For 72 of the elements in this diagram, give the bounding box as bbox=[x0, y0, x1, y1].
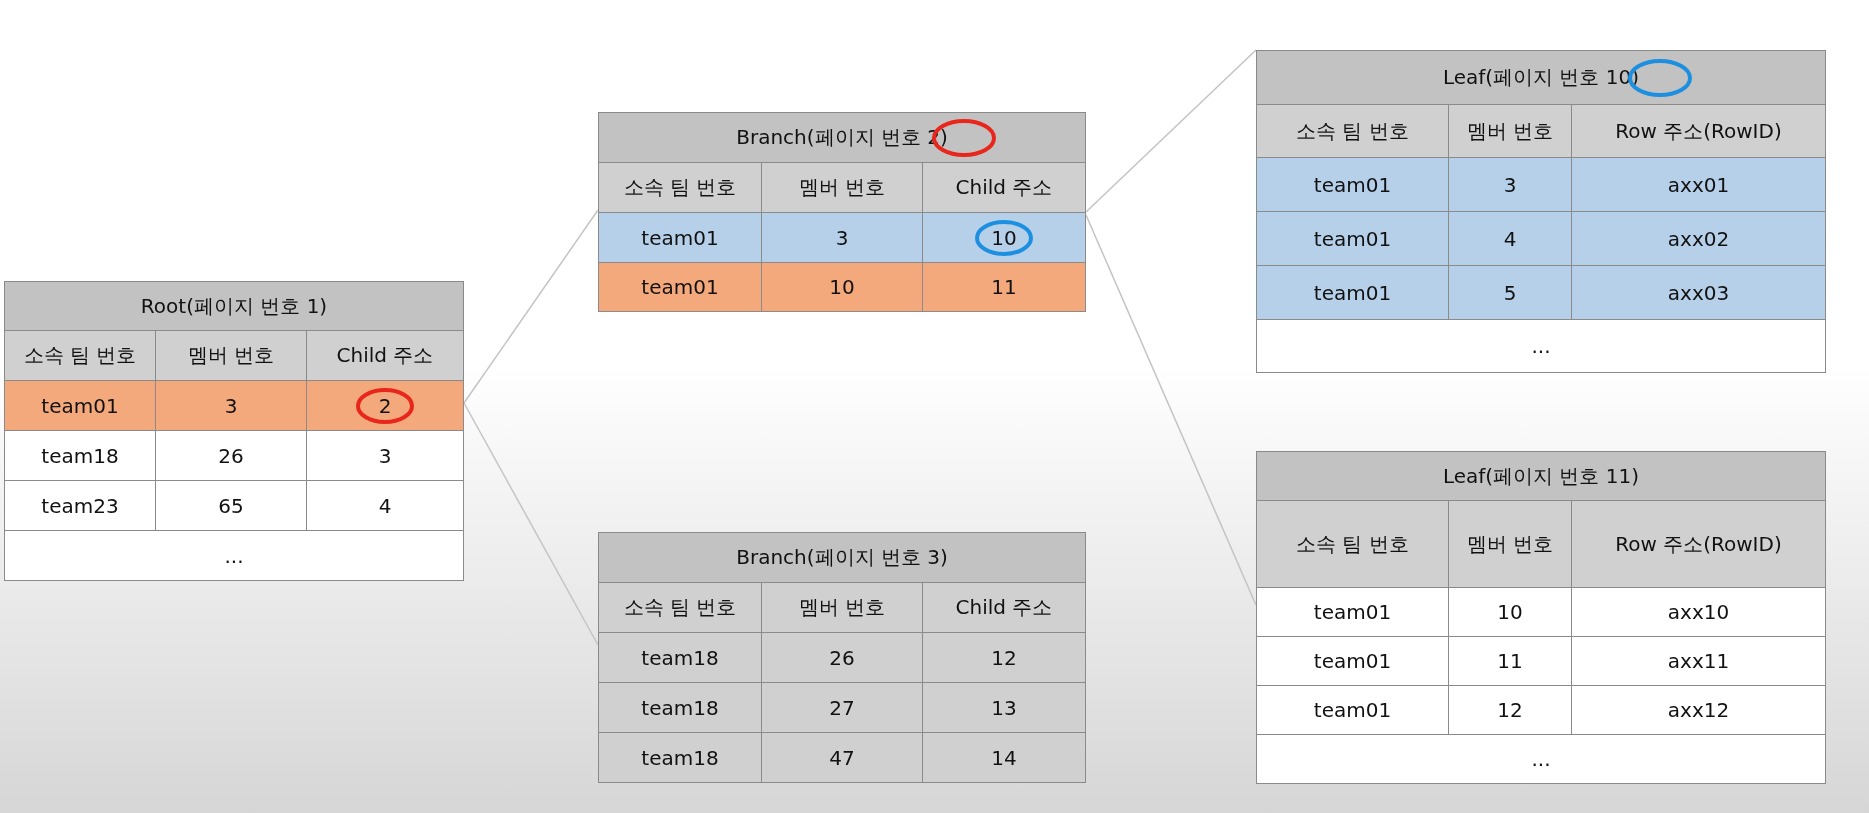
table-cell: axx03 bbox=[1572, 266, 1825, 319]
table-cell: 5 bbox=[1449, 266, 1571, 319]
column-header: Row 주소(RowID) bbox=[1572, 105, 1825, 157]
data-table bbox=[598, 532, 1086, 783]
table-cell: 4 bbox=[307, 481, 463, 530]
table-cell: 3 bbox=[1449, 158, 1571, 211]
table-cell: 4 bbox=[1449, 212, 1571, 265]
column-header: 멤버 번호 bbox=[1449, 105, 1571, 157]
table-cell: 11 bbox=[923, 263, 1085, 311]
table-cell: team01 bbox=[1257, 686, 1448, 734]
table-cell: 13 bbox=[923, 683, 1085, 732]
column-header: Row 주소(RowID) bbox=[1572, 501, 1825, 587]
table-cell: 10 bbox=[762, 263, 922, 311]
column-header: 멤버 번호 bbox=[156, 331, 306, 380]
table-cell: team23 bbox=[5, 481, 155, 530]
table-cell: axx12 bbox=[1572, 686, 1825, 734]
table-title: Branch(페이지 번호 3) bbox=[599, 533, 1085, 582]
ellipsis-row: ... bbox=[1257, 735, 1825, 783]
table-cell: team01 bbox=[599, 263, 761, 311]
table-cell: team18 bbox=[5, 431, 155, 480]
table-cell: 26 bbox=[156, 431, 306, 480]
data-table bbox=[1256, 451, 1826, 784]
table-cell: 10 bbox=[923, 213, 1085, 262]
table-cell: axx02 bbox=[1572, 212, 1825, 265]
table-title: Leaf(페이지 번호 11) bbox=[1257, 452, 1825, 500]
table-cell: 47 bbox=[762, 733, 922, 782]
connector-line bbox=[1085, 49, 1257, 213]
table-cell: team01 bbox=[599, 213, 761, 262]
table-cell: team01 bbox=[1257, 588, 1448, 636]
table-cell: 12 bbox=[923, 633, 1085, 682]
data-table bbox=[1256, 50, 1826, 373]
table-cell: 12 bbox=[1449, 686, 1571, 734]
column-header: 소속 팀 번호 bbox=[1257, 501, 1448, 587]
table-cell: 3 bbox=[762, 213, 922, 262]
column-header: 소속 팀 번호 bbox=[599, 163, 761, 212]
table-cell: 2 bbox=[307, 381, 463, 430]
table-cell: 11 bbox=[1449, 637, 1571, 685]
table-cell: axx11 bbox=[1572, 637, 1825, 685]
column-header: Child 주소 bbox=[923, 583, 1085, 632]
column-header: Child 주소 bbox=[923, 163, 1085, 212]
table-cell: team01 bbox=[1257, 637, 1448, 685]
column-header: 소속 팀 번호 bbox=[599, 583, 761, 632]
table-cell: 10 bbox=[1449, 588, 1571, 636]
connector-line bbox=[463, 402, 599, 646]
table-cell: team01 bbox=[5, 381, 155, 430]
column-header: 멤버 번호 bbox=[762, 583, 922, 632]
column-header: Child 주소 bbox=[307, 331, 463, 380]
ellipsis-row: ... bbox=[5, 531, 463, 580]
table-cell: 3 bbox=[307, 431, 463, 480]
table-cell: team01 bbox=[1257, 212, 1448, 265]
table-cell: 27 bbox=[762, 683, 922, 732]
ellipsis-row: ... bbox=[1257, 320, 1825, 372]
table-cell: team18 bbox=[599, 683, 761, 732]
table-cell: team01 bbox=[1257, 266, 1448, 319]
column-header: 소속 팀 번호 bbox=[1257, 105, 1448, 157]
connector-line bbox=[463, 209, 599, 404]
table-cell: 14 bbox=[923, 733, 1085, 782]
table-cell: axx01 bbox=[1572, 158, 1825, 211]
table-title: Root(페이지 번호 1) bbox=[5, 282, 463, 330]
table-cell: 3 bbox=[156, 381, 306, 430]
table-cell: team01 bbox=[1257, 158, 1448, 211]
column-header: 멤버 번호 bbox=[762, 163, 922, 212]
table-cell: team18 bbox=[599, 733, 761, 782]
table-cell: 65 bbox=[156, 481, 306, 530]
data-table bbox=[4, 281, 464, 581]
table-cell: axx10 bbox=[1572, 588, 1825, 636]
column-header: 소속 팀 번호 bbox=[5, 331, 155, 380]
column-header: 멤버 번호 bbox=[1449, 501, 1571, 587]
table-cell: team18 bbox=[599, 633, 761, 682]
connector-line bbox=[1085, 214, 1257, 606]
table-cell: 26 bbox=[762, 633, 922, 682]
data-table bbox=[598, 112, 1086, 312]
